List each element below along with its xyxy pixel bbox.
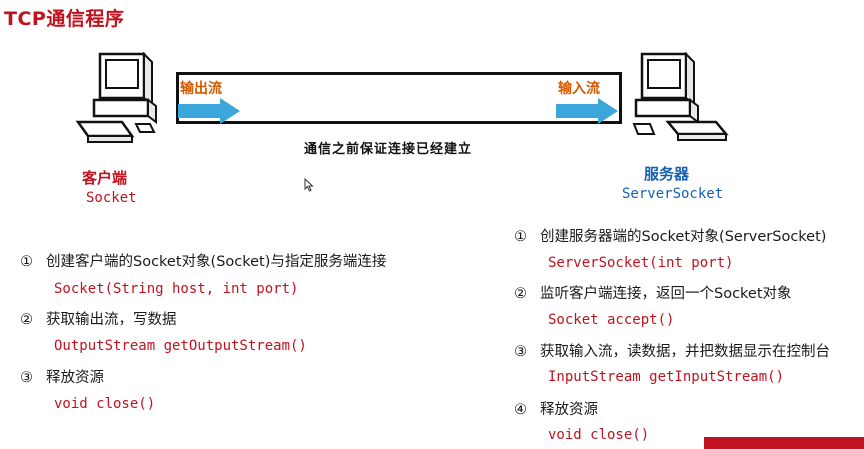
step-number: ③ — [20, 370, 33, 386]
step-number: ④ — [514, 402, 527, 418]
server-step-2: ② 监听客户端连接，返回一个Socket对象 — [514, 282, 792, 303]
client-step-1: ① 创建客户端的Socket对象(Socket)与指定服务端连接 — [20, 250, 386, 271]
client-step-2: ② 获取输出流，写数据 — [20, 308, 177, 329]
server-step-4-code: void close() — [548, 427, 650, 443]
step-number: ③ — [514, 344, 527, 360]
arrow-right-icon — [556, 98, 620, 124]
step-text: 创建客户端的Socket对象(Socket)与指定服务端连接 — [46, 254, 387, 270]
output-stream-label: 输出流 — [180, 81, 222, 97]
step-text: 释放资源 — [46, 370, 104, 386]
server-step-2-code: Socket accept() — [548, 312, 675, 328]
step-text: 监听客户端连接，返回一个Socket对象 — [540, 286, 792, 302]
server-label: 服务器 — [644, 165, 690, 183]
server-step-4: ④ 释放资源 — [514, 398, 598, 419]
arrow-right-icon — [178, 98, 242, 124]
page-title: TCP通信程序 — [4, 8, 125, 30]
client-step-3: ③ 释放资源 — [20, 366, 104, 387]
client-step-3-code: void close() — [54, 396, 156, 412]
step-text: 创建服务器端的Socket对象(ServerSocket) — [540, 229, 827, 245]
step-number: ② — [514, 286, 527, 302]
step-number: ② — [20, 312, 33, 328]
client-sublabel: Socket — [86, 190, 137, 206]
cursor-icon — [304, 177, 314, 192]
step-number: ① — [20, 254, 33, 270]
client-label: 客户端 — [82, 169, 128, 187]
step-text: 获取输入流，读数据，并把数据显示在控制台 — [540, 344, 830, 360]
step-text: 获取输出流，写数据 — [46, 312, 177, 328]
client-step-2-code: OutputStream getOutputStream() — [54, 338, 307, 354]
server-sublabel: ServerSocket — [622, 186, 724, 202]
client-step-1-code: Socket(String host, int port) — [54, 281, 299, 297]
step-number: ① — [514, 229, 527, 245]
server-step-3-code: InputStream getInputStream() — [548, 369, 785, 385]
input-stream-label: 输入流 — [558, 81, 600, 97]
step-text: 释放资源 — [540, 402, 598, 418]
connection-note: 通信之前保证连接已经建立 — [304, 142, 473, 157]
server-step-1: ① 创建服务器端的Socket对象(ServerSocket) — [514, 225, 826, 246]
client-computer-icon — [72, 51, 172, 152]
connection-pipe — [176, 72, 622, 124]
server-step-3: ③ 获取输入流，读数据，并把数据显示在控制台 — [514, 340, 830, 361]
decorative-band — [704, 437, 864, 449]
server-step-1-code: ServerSocket(int port) — [548, 255, 734, 271]
server-computer-icon — [624, 50, 734, 150]
